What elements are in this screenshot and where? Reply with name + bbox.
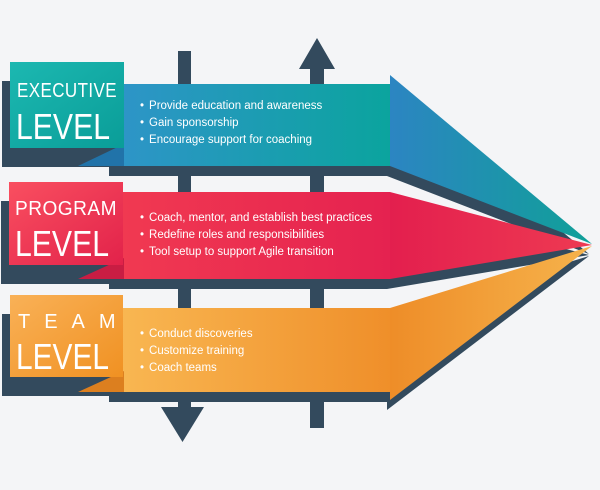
- bullet-dot: •: [140, 328, 144, 340]
- bullet-dot: •: [140, 362, 144, 374]
- bullet-text: Customize training: [149, 345, 244, 357]
- program-arrow-head: [390, 192, 592, 279]
- executive-label-level: LEVEL: [16, 106, 110, 147]
- executive-bullets: • Provide education and awareness • Gain s…: [140, 100, 323, 146]
- team-label-box: [10, 295, 123, 377]
- bullet-dot: •: [140, 246, 144, 258]
- executive-arrow: [109, 75, 592, 254]
- bullet-item: • Provide education and awareness: [140, 100, 323, 112]
- bullet-item: • Redefine roles and responsibilities: [140, 229, 324, 241]
- program-bullets: • Coach, mentor, and establish best pract…: [140, 212, 372, 258]
- bullet-item: • Customize training: [140, 345, 244, 357]
- bullet-item: • Coach, mentor, and establish best pract…: [140, 212, 372, 224]
- team-arrow-head: [390, 246, 592, 400]
- program-label-title: PROGRAM: [15, 198, 117, 220]
- bullet-text: Coach teams: [149, 362, 217, 374]
- program-arrow: [109, 192, 592, 289]
- bullet-text: Encourage support for coaching: [149, 134, 312, 146]
- bullet-dot: •: [140, 229, 144, 241]
- program-arrow-body: [112, 192, 390, 279]
- bullet-item: • Encourage support for coaching: [140, 134, 312, 146]
- bullet-dot: •: [140, 100, 144, 112]
- bullet-text: Tool setup to support Agile transition: [149, 246, 334, 258]
- bullet-dot: •: [140, 345, 144, 357]
- bullet-text: Conduct discoveries: [149, 328, 253, 340]
- program-label-level: LEVEL: [15, 223, 109, 264]
- down-arrowhead-icon: [161, 407, 204, 442]
- bullet-item: • Conduct discoveries: [140, 328, 253, 340]
- bullet-text: Gain sponsorship: [149, 117, 239, 129]
- team-label-plate: TEAM LEVEL: [2, 295, 124, 396]
- bullet-text: Redefine roles and responsibilities: [149, 229, 324, 241]
- executive-label-title: EXECUTIVE: [17, 80, 117, 102]
- bullet-dot: •: [140, 212, 144, 224]
- executive-arrow-head: [390, 75, 592, 244]
- team-label-level: LEVEL: [16, 336, 109, 377]
- bullet-item: • Tool setup to support Agile transition: [140, 246, 334, 258]
- bullet-item: • Gain sponsorship: [140, 117, 239, 129]
- team-arrow: [109, 246, 592, 410]
- executive-label-plate: EXECUTIVE LEVEL: [2, 62, 124, 167]
- program-label-box: [9, 182, 123, 265]
- team-arrow-body: [112, 308, 390, 392]
- executive-label-fold: [78, 144, 124, 166]
- bullet-text: Provide education and awareness: [149, 100, 323, 112]
- bullet-text: Coach, mentor, and establish best practi…: [149, 212, 372, 224]
- team-bullets: • Conduct discoveries • Customize training…: [140, 328, 253, 374]
- executive-arrow-body: [112, 84, 390, 166]
- bullet-item: • Coach teams: [140, 362, 217, 374]
- bullet-dot: •: [140, 134, 144, 146]
- up-arrowhead-icon: [299, 38, 335, 69]
- bullet-dot: •: [140, 117, 144, 129]
- program-label-plate: PROGRAM LEVEL: [1, 182, 124, 284]
- executive-label-box: [10, 62, 124, 148]
